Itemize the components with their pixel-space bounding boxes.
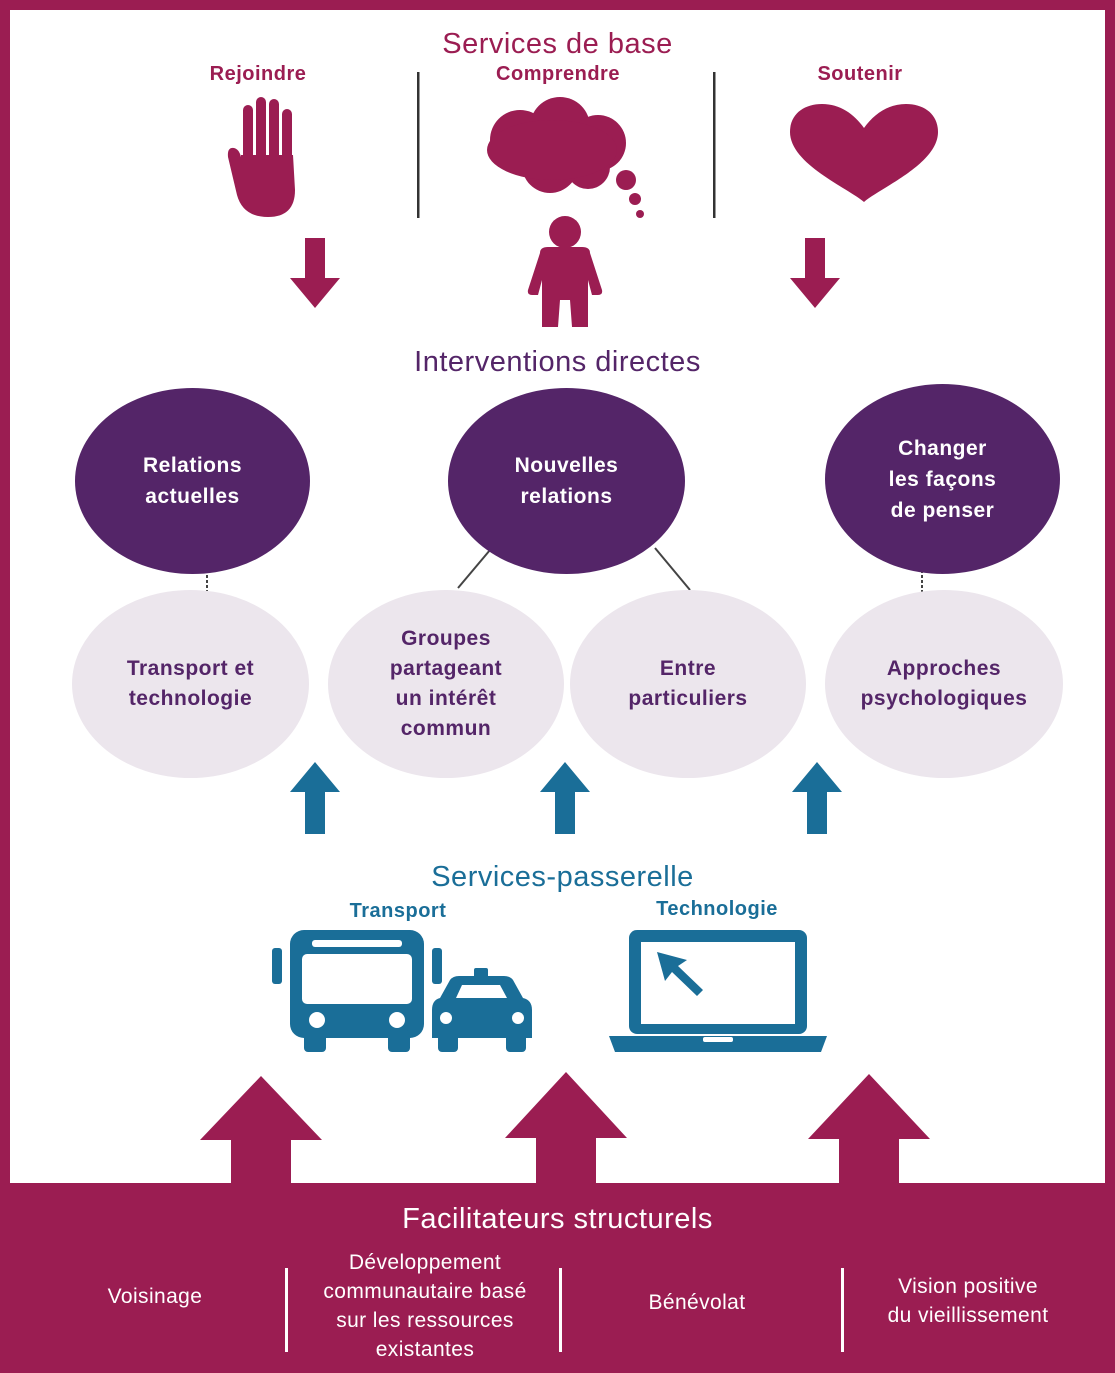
thought-bubble-person-icon bbox=[487, 97, 644, 327]
label-rejoindre: Rejoindre bbox=[209, 63, 307, 85]
bus-taxi-icon bbox=[272, 930, 532, 1052]
facilitateurs-title: Facilitateurs structurels bbox=[402, 1203, 713, 1235]
up-arrow-maroon-3 bbox=[808, 1074, 930, 1184]
laptop-icon bbox=[609, 930, 827, 1052]
services-base-title: Services de base bbox=[442, 28, 673, 60]
label-transport: Transport bbox=[349, 900, 447, 922]
label-technologie: Technologie bbox=[656, 898, 778, 920]
divider-bottom-1 bbox=[285, 1268, 288, 1352]
hand-icon bbox=[227, 97, 295, 217]
up-arrow-maroon-2 bbox=[505, 1072, 627, 1184]
up-arrow-maroon-1 bbox=[200, 1076, 322, 1184]
item-benevolat: Bénévolat bbox=[648, 1291, 746, 1314]
up-arrow-teal-2 bbox=[540, 762, 590, 834]
label-soutenir: Soutenir bbox=[817, 63, 903, 85]
divider-right bbox=[713, 72, 716, 218]
divider-left bbox=[417, 72, 420, 218]
down-arrow-left bbox=[290, 238, 340, 308]
passerelle-title: Services-passerelle bbox=[431, 861, 694, 893]
heart-icon bbox=[790, 104, 938, 202]
divider-bottom-2 bbox=[559, 1268, 562, 1352]
divider-bottom-3 bbox=[841, 1268, 844, 1352]
label-comprendre: Comprendre bbox=[496, 63, 620, 85]
interventions-title: Interventions directes bbox=[414, 346, 701, 378]
connector-lines bbox=[206, 547, 923, 592]
item-developpement-communautaire: Développement communautaire basé sur les… bbox=[323, 1251, 527, 1361]
down-arrow-right bbox=[790, 238, 840, 308]
up-arrow-teal-3 bbox=[792, 762, 842, 834]
item-vision-positive: Vision positive du vieillissement bbox=[887, 1275, 1049, 1327]
facilitateurs-band bbox=[0, 1183, 1115, 1373]
up-arrow-teal-1 bbox=[290, 762, 340, 834]
item-voisinage: Voisinage bbox=[107, 1285, 203, 1308]
